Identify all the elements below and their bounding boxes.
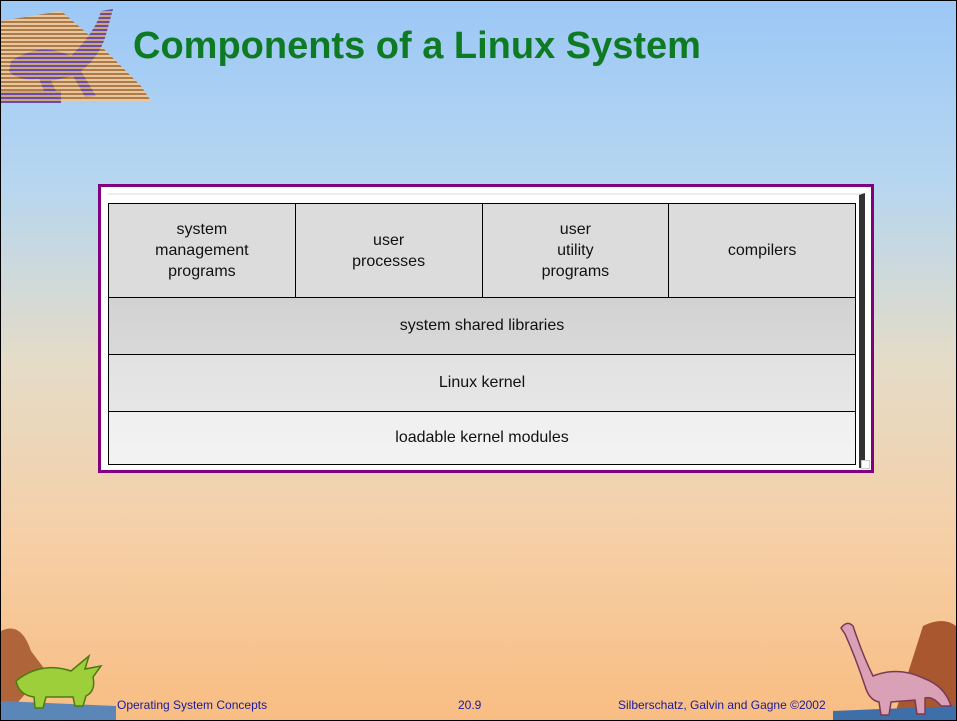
brontosaurus-icon	[833, 621, 956, 720]
linux-components-diagram: system management programs user processe…	[108, 203, 856, 465]
cell-line: management	[155, 242, 249, 259]
frame-corner	[861, 460, 870, 469]
cell-compilers: compilers	[669, 204, 855, 297]
cell-line: system	[176, 221, 228, 238]
page-title: Components of a Linux System	[133, 25, 701, 67]
layer-linux-kernel: Linux kernel	[108, 355, 856, 412]
cell-user-processes: user processes	[296, 204, 483, 297]
cell-line: compilers	[727, 242, 797, 259]
footer-copyright: Silberschatz, Galvin and Gagne ©2002	[618, 698, 826, 712]
cell-line: programs	[168, 263, 236, 280]
user-level-row: system management programs user processe…	[108, 203, 856, 298]
dinosaur-striped-icon	[1, 9, 151, 103]
diagram-frame: system management programs user processe…	[98, 184, 874, 473]
layer-loadable-kernel-modules: loadable kernel modules	[108, 412, 856, 465]
cell-line: user	[559, 221, 591, 238]
layer-system-shared-libraries: system shared libraries	[108, 298, 856, 355]
footer-page-number: 20.9	[458, 698, 482, 712]
cell-line: processes	[352, 252, 426, 270]
cell-line: user	[373, 231, 405, 249]
triceratops-icon	[1, 628, 116, 720]
frame-shadow	[107, 193, 865, 468]
cell-line: programs	[541, 263, 610, 280]
cell-user-utility-programs: user utility programs	[483, 204, 670, 297]
cell-system-management-programs: system management programs	[109, 204, 296, 297]
footer-book-title: Operating System Concepts	[117, 698, 268, 712]
cell-line: utility	[557, 242, 594, 259]
